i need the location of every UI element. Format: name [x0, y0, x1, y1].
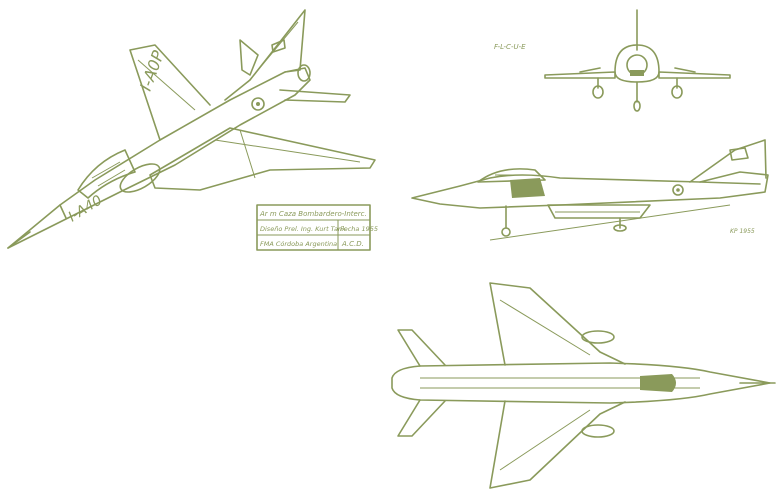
- front-view: F-L-C-U-E: [494, 9, 731, 112]
- front-view-caption: F-L-C-U-E: [494, 43, 526, 51]
- title-block: Ar m Caza Bombardero-Interc. Diseño Prel…: [256, 204, 378, 251]
- side-view: KP 1955: [411, 139, 769, 241]
- initials-text: A.C.D.: [341, 240, 364, 248]
- maker-text: FMA Córdoba Argentina: [260, 240, 337, 248]
- tail-marking: I-A0P: [136, 48, 168, 94]
- date-text: Fecha 1955: [340, 225, 378, 233]
- top-view: [391, 282, 776, 489]
- side-view-signature: KP 1955: [730, 228, 755, 235]
- designer-text: Diseño Prel. Ing. Kurt Tank: [260, 225, 346, 233]
- title-line-1: Ar m Caza Bombardero-Interc.: [259, 210, 367, 218]
